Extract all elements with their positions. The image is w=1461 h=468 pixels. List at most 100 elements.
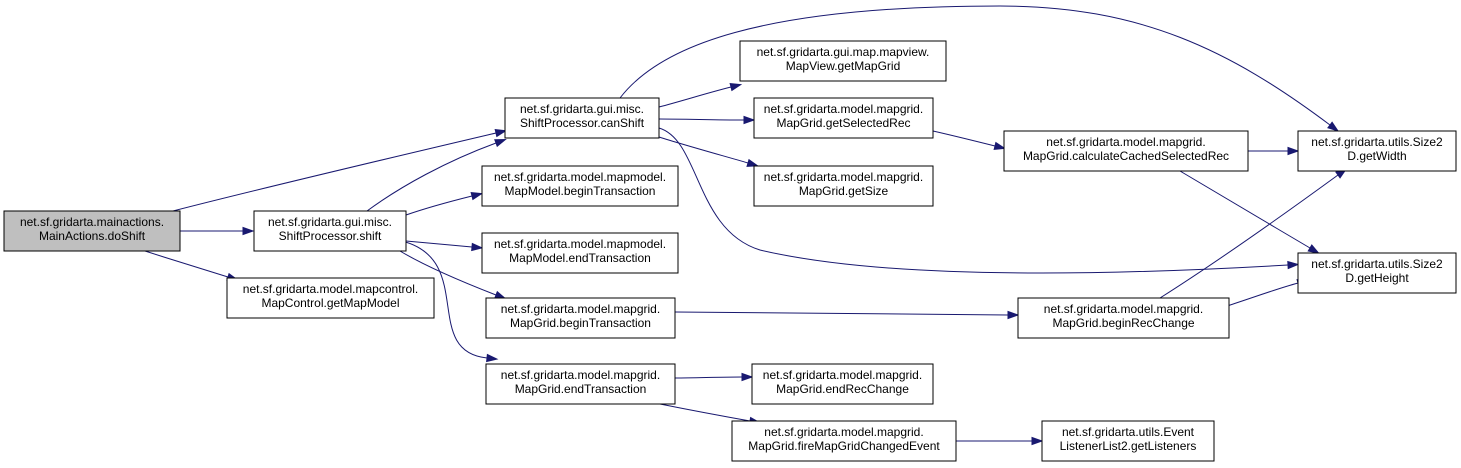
node-getMapModel[interactable]: net.sf.gridarta.model.mapcontrol.MapCont… <box>226 277 435 319</box>
edge-canShift-to-getSize <box>658 136 760 167</box>
edge-line <box>1226 282 1299 307</box>
edge-line <box>144 250 229 278</box>
edge-line <box>658 127 1289 274</box>
node-doShift[interactable]: net.sf.gridarta.mainactions.MainActions.… <box>3 210 181 252</box>
node-box[interactable] <box>481 232 679 274</box>
node-label-package: net.sf.gridarta.utils.Size2 <box>1311 257 1443 271</box>
nodes-layer: net.sf.gridarta.mainactions.MainActions.… <box>3 40 1457 462</box>
node-label-method: ListenerList2.getListeners <box>1060 439 1197 453</box>
node-fireMapGridChangedEvent[interactable]: net.sf.gridarta.model.mapgrid.MapGrid.fi… <box>731 420 957 462</box>
node-label-method: ShiftProcessor.shift <box>279 229 382 243</box>
node-box[interactable] <box>485 297 676 339</box>
node-box[interactable] <box>485 363 676 405</box>
node-label-method: MapGrid.beginRecChange <box>1052 316 1194 330</box>
node-box[interactable] <box>253 210 407 252</box>
edge-line <box>1179 170 1311 249</box>
arrowhead-icon <box>1287 146 1300 156</box>
node-mgBeginTransaction[interactable]: net.sf.gridarta.model.mapgrid.MapGrid.be… <box>485 297 676 339</box>
node-label-package: net.sf.gridarta.model.mapgrid. <box>764 170 923 184</box>
edge-doShift-to-canShift <box>172 129 508 212</box>
node-label-method: MapGrid.fireMapGridChangedEvent <box>748 439 940 453</box>
node-box[interactable] <box>1297 252 1457 294</box>
arrowhead-icon <box>242 226 255 236</box>
node-box[interactable] <box>751 363 934 405</box>
arrowhead-icon <box>746 158 760 167</box>
arrowhead-icon <box>494 129 508 138</box>
node-label-method: MapModel.endTransaction <box>509 251 651 265</box>
node-label-package: net.sf.gridarta.model.mapgrid. <box>764 102 923 116</box>
node-box[interactable] <box>1003 130 1249 172</box>
edge-line <box>658 86 732 108</box>
node-box[interactable] <box>739 40 947 82</box>
edge-line <box>619 5 1331 126</box>
node-getListeners[interactable]: net.sf.gridarta.utils.EventListenerList2… <box>1041 420 1215 462</box>
edge-calculateCachedSelectedRec-to-getHeight <box>1179 170 1320 254</box>
node-label-method: MapGrid.calculateCachedSelectedRec <box>1023 149 1229 163</box>
edge-line <box>401 240 488 359</box>
edge-line <box>674 311 1009 316</box>
node-mgEndTransaction[interactable]: net.sf.gridarta.model.mapgrid.MapGrid.en… <box>485 363 676 405</box>
node-getMapGrid[interactable]: net.sf.gridarta.gui.map.mapview.MapView.… <box>739 40 947 82</box>
node-calculateCachedSelectedRec[interactable]: net.sf.gridarta.model.mapgrid.MapGrid.ca… <box>1003 130 1249 172</box>
node-mmEndTransaction[interactable]: net.sf.gridarta.model.mapmodel.MapModel.… <box>481 232 679 274</box>
node-label-method: MapView.getMapGrid <box>786 59 901 73</box>
edge-line <box>674 376 743 379</box>
arrowhead-icon <box>1007 310 1020 320</box>
edges-layer <box>144 5 1348 446</box>
node-label-package: net.sf.gridarta.gui.map.mapview. <box>757 45 930 59</box>
edge-line <box>932 130 996 147</box>
edge-calculateCachedSelectedRec-to-getWidth <box>1248 146 1300 156</box>
edge-canShift-to-getHeight <box>658 127 1300 274</box>
node-box[interactable] <box>753 97 934 139</box>
node-box[interactable] <box>3 210 181 252</box>
node-mmBeginTransaction[interactable]: net.sf.gridarta.model.mapmodel.MapModel.… <box>481 165 679 207</box>
node-box[interactable] <box>731 420 957 462</box>
arrowhead-icon <box>471 242 484 252</box>
node-beginRecChange[interactable]: net.sf.gridarta.model.mapgrid.MapGrid.be… <box>1017 297 1230 339</box>
node-label-method: MapGrid.getSelectedRec <box>776 116 910 130</box>
edge-doShift-to-getMapModel <box>144 250 240 281</box>
arrowhead-icon <box>993 141 1007 150</box>
node-box[interactable] <box>753 165 934 207</box>
node-getSize[interactable]: net.sf.gridarta.model.mapgrid.MapGrid.ge… <box>753 165 934 207</box>
edge-shift-to-mmEndTransaction <box>405 240 484 252</box>
node-label-method: MapControl.getMapModel <box>261 296 399 310</box>
node-label-package: net.sf.gridarta.model.mapgrid. <box>501 302 660 316</box>
edge-beginRecChange-to-getHeight <box>1226 279 1310 307</box>
arrowhead-icon <box>741 372 754 382</box>
edge-line <box>658 136 749 164</box>
node-label-package: net.sf.gridarta.model.mapgrid. <box>763 368 922 382</box>
node-canShift[interactable]: net.sf.gridarta.gui.misc.ShiftProcessor.… <box>504 97 660 139</box>
arrowhead-icon <box>729 83 743 92</box>
node-box[interactable] <box>481 165 679 207</box>
node-label-package: net.sf.gridarta.gui.misc. <box>520 102 644 116</box>
node-box[interactable] <box>504 97 660 139</box>
arrowhead-icon <box>1327 121 1340 132</box>
node-box[interactable] <box>226 277 435 319</box>
arrowhead-icon <box>1031 436 1044 446</box>
node-box[interactable] <box>1297 130 1457 172</box>
edge-line <box>172 132 497 212</box>
arrowhead-icon <box>494 139 507 148</box>
node-endRecChange[interactable]: net.sf.gridarta.model.mapgrid.MapGrid.en… <box>751 363 934 405</box>
node-label-method: MapGrid.endTransaction <box>515 382 647 396</box>
node-label-package: net.sf.gridarta.model.mapcontrol. <box>243 282 418 296</box>
node-label-package: net.sf.gridarta.utils.Event <box>1062 425 1195 439</box>
node-getSelectedRec[interactable]: net.sf.gridarta.model.mapgrid.MapGrid.ge… <box>753 97 934 139</box>
node-label-package: net.sf.gridarta.mainactions. <box>20 215 164 229</box>
node-box[interactable] <box>1017 297 1230 339</box>
edge-mgEndTransaction-to-endRecChange <box>674 372 754 382</box>
edge-line <box>659 403 751 422</box>
edge-shift-to-canShift <box>366 139 507 212</box>
edge-line <box>1159 174 1339 299</box>
edge-canShift-to-getWidth <box>619 5 1340 132</box>
edge-doShift-to-shift <box>180 226 255 236</box>
node-label-package: net.sf.gridarta.model.mapmodel. <box>494 170 666 184</box>
edge-line <box>366 142 497 212</box>
node-box[interactable] <box>1041 420 1215 462</box>
arrowhead-icon <box>743 115 756 125</box>
node-shift[interactable]: net.sf.gridarta.gui.misc.ShiftProcessor.… <box>253 210 407 252</box>
edge-getSelectedRec-to-calculateCachedSelectedRec <box>932 130 1007 150</box>
